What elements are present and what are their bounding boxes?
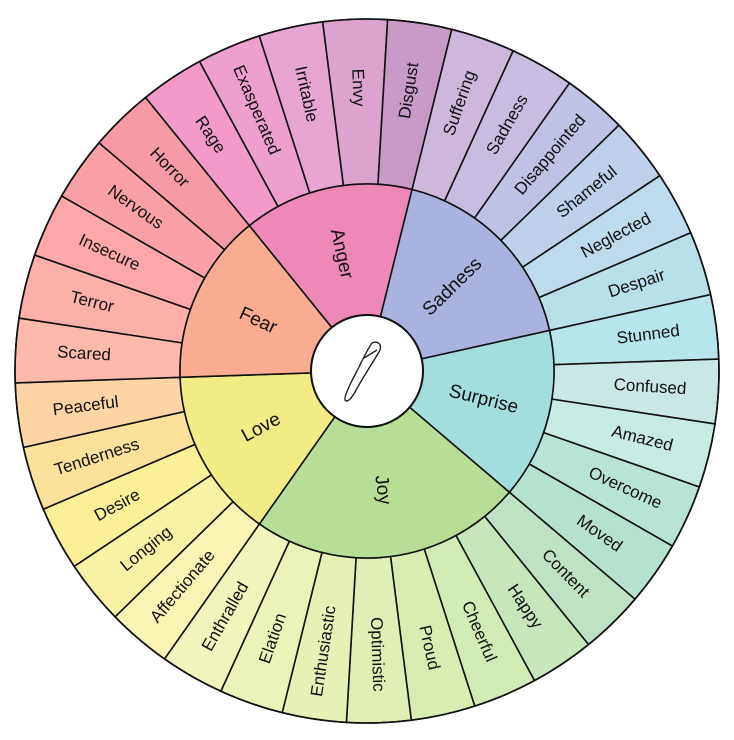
feeling-label-envy: Envy bbox=[348, 68, 368, 107]
center-logo bbox=[310, 314, 424, 428]
feeling-label-scared: Scared bbox=[57, 342, 112, 364]
feather-icon bbox=[344, 341, 382, 402]
wheel-border bbox=[14, 18, 720, 724]
feeling-label-optimistic: Optimistic bbox=[367, 617, 389, 693]
emotion-label-joy: Joy bbox=[370, 474, 395, 506]
feeling-label-confused: Confused bbox=[613, 375, 687, 398]
